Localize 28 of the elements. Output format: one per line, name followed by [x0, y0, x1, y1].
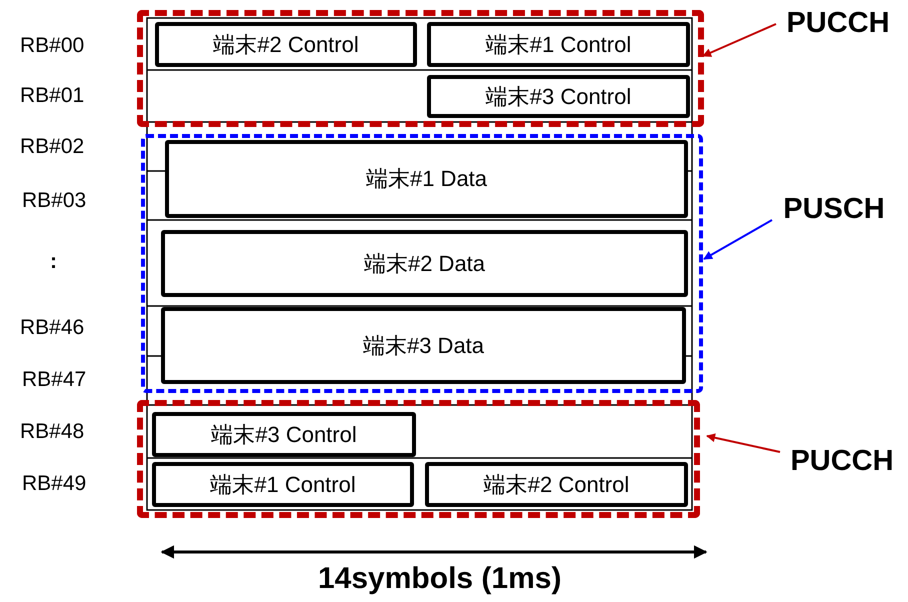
- allocation-box: 端末#2 Control: [425, 462, 688, 507]
- row-label: RB#00: [20, 34, 84, 58]
- allocation-box: 端末#1 Data: [165, 140, 688, 218]
- arrow: [706, 433, 780, 453]
- dimension-label: 14symbols (1ms): [318, 562, 562, 596]
- allocation-box: 端末#2 Control: [155, 22, 417, 67]
- arrow: [702, 23, 776, 57]
- allocation-box: 端末#2 Data: [161, 230, 688, 297]
- arrow: [703, 219, 772, 260]
- allocation-box: 端末#3 Control: [427, 75, 690, 118]
- row-label: RB#46: [20, 316, 84, 340]
- allocation-box: 端末#1 Control: [427, 22, 690, 67]
- allocation-box: 端末#1 Control: [152, 462, 414, 507]
- row-label: RB#47: [22, 368, 86, 392]
- channel-region: [137, 10, 704, 127]
- allocation-box: 端末#3 Data: [161, 307, 686, 384]
- row-label: RB#49: [22, 472, 86, 496]
- channel-label: PUCCH: [784, 442, 900, 480]
- channel-region: [137, 400, 700, 518]
- channel-label: PUSCH: [776, 190, 892, 228]
- row-label: RB#01: [20, 84, 84, 108]
- row-label: RB#02: [20, 135, 84, 159]
- row-label: RB#03: [22, 189, 86, 213]
- channel-region: [141, 134, 703, 393]
- allocation-box: 端末#3 Control: [152, 412, 416, 457]
- ellipsis-mark: :: [50, 250, 57, 274]
- row-label: RB#48: [20, 420, 84, 444]
- channel-label: PUCCH: [780, 4, 896, 42]
